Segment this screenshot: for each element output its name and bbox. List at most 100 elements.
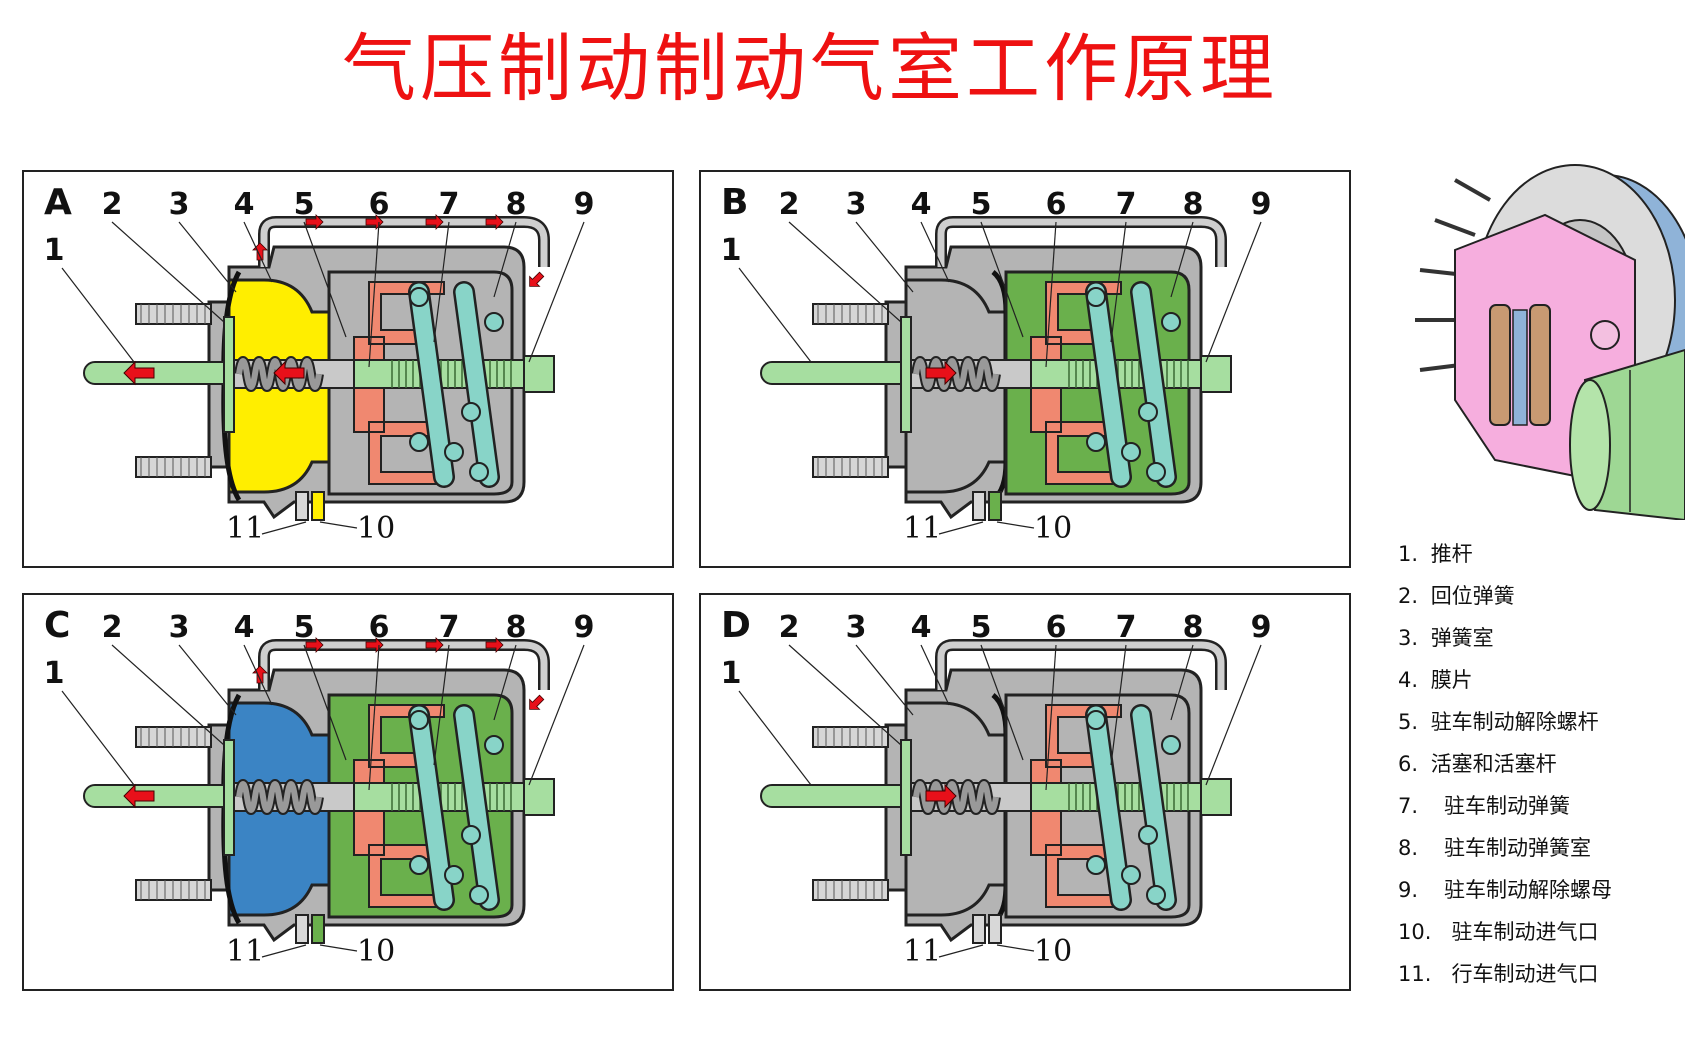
leader-line <box>261 944 307 958</box>
push-rod <box>760 361 912 385</box>
legend-number: 4. <box>1398 668 1419 692</box>
leader-line <box>61 690 135 786</box>
callout-number: 6 <box>369 610 390 645</box>
leader-line <box>303 644 347 761</box>
callout-number: 8 <box>506 187 527 222</box>
inlet-port <box>311 491 325 521</box>
legend-number: 1. <box>1398 542 1419 566</box>
leader-line <box>1170 221 1194 298</box>
legend-text: 行车制动进气口 <box>1438 962 1599 986</box>
callout-number: 6 <box>369 187 390 222</box>
spring-coil-section <box>484 735 504 755</box>
inlet-port <box>311 914 325 944</box>
parking-spring <box>1132 283 1175 486</box>
leader-line <box>855 644 914 716</box>
callout-number: 4 <box>234 610 255 645</box>
leader-line <box>319 944 358 952</box>
legend-number: 6. <box>1398 752 1419 776</box>
legend-item: 8. 驻车制动弹簧室 <box>1398 827 1678 869</box>
inlet-port <box>988 914 1002 944</box>
air-bypass-tube <box>260 218 548 267</box>
spring-coil-section <box>1146 462 1166 482</box>
leader-line <box>980 221 1024 338</box>
leader-line <box>261 521 307 535</box>
callout-number: 10 <box>357 511 395 546</box>
legend-number: 2. <box>1398 584 1419 608</box>
leader-line <box>433 221 450 343</box>
air-flow-arrow-icon <box>485 637 504 653</box>
legend-item: 10. 驻车制动进气口 <box>1398 911 1678 953</box>
leader-line <box>1045 644 1057 791</box>
callout-number: 5 <box>294 187 315 222</box>
push-rod <box>760 784 912 808</box>
callout-number: 7 <box>1116 610 1137 645</box>
parking-spring <box>410 706 453 909</box>
return-spring-coil <box>913 358 999 390</box>
callout-number: 2 <box>779 187 800 222</box>
leader-line <box>788 644 902 746</box>
legend-item: 4. 膜片 <box>1398 659 1678 701</box>
leader-line <box>528 221 585 363</box>
spring-coil-section <box>444 442 464 462</box>
callout-number: 3 <box>846 187 867 222</box>
spring-coil-section <box>1161 312 1181 332</box>
legend-item: 6. 活塞和活塞杆 <box>1398 743 1678 785</box>
red-arrow-icon <box>273 360 305 386</box>
callout-number: 8 <box>1183 187 1204 222</box>
release-screw <box>1030 782 1212 812</box>
leader-line <box>1110 221 1127 343</box>
leader-line <box>1110 644 1127 766</box>
legend-item: 1. 推杆 <box>1398 533 1678 575</box>
legend-item: 11. 行车制动进气口 <box>1398 953 1678 995</box>
leader-line <box>1170 644 1194 721</box>
spring-coil-section <box>469 885 489 905</box>
spring-coil-section <box>461 402 481 422</box>
callout-number: 1 <box>721 656 742 691</box>
inlet-port <box>972 914 986 944</box>
legend-item: 7. 驻车制动弹簧 <box>1398 785 1678 827</box>
leader-line <box>980 644 1024 761</box>
air-flow-arrow-icon <box>252 242 268 261</box>
callout-number: 1 <box>44 233 65 268</box>
legend-item: 5. 驻车制动解除螺杆 <box>1398 701 1678 743</box>
callout-number: 1 <box>721 233 742 268</box>
callout-number: 3 <box>846 610 867 645</box>
spring-coil-section <box>469 462 489 482</box>
callout-number: 4 <box>911 187 932 222</box>
callout-number: 6 <box>1046 187 1067 222</box>
callout-number: 5 <box>971 610 992 645</box>
legend-item: 3. 弹簧室 <box>1398 617 1678 659</box>
leader-line <box>738 690 812 786</box>
legend-text: 驻车制动解除螺母 <box>1430 878 1613 902</box>
leader-line <box>493 221 517 298</box>
leader-line <box>528 644 585 786</box>
leader-line <box>855 221 914 293</box>
leader-line <box>738 267 812 363</box>
leader-line <box>920 644 950 706</box>
legend-text: 活塞和活塞杆 <box>1430 752 1557 776</box>
spring-coil-section <box>1086 287 1106 307</box>
callout-number: 11 <box>903 511 941 546</box>
legend-text: 驻车制动弹簧 <box>1430 794 1571 818</box>
callout-number: 4 <box>234 187 255 222</box>
callout-number: 3 <box>169 187 190 222</box>
spring-coil-section <box>1086 710 1106 730</box>
parking-spring <box>455 283 498 486</box>
brake-chamber-image <box>1569 348 1685 520</box>
parking-spring <box>1087 706 1130 909</box>
callout-number: 5 <box>971 187 992 222</box>
leader-line <box>178 221 237 293</box>
parking-spring <box>455 706 498 909</box>
parking-spring <box>410 283 453 486</box>
release-screw <box>353 782 535 812</box>
spring-coil-section <box>1146 885 1166 905</box>
spring-coil-section <box>1121 442 1141 462</box>
legend: 1. 推杆 2. 回位弹簧 3. 弹簧室 4. 膜片 5. 驻车制动解除螺杆 6… <box>1398 533 1678 995</box>
legend-item: 9. 驻车制动解除螺母 <box>1398 869 1678 911</box>
panel-letter: D <box>721 605 751 646</box>
push-plate <box>223 739 235 856</box>
callout-number: 10 <box>1034 934 1072 969</box>
